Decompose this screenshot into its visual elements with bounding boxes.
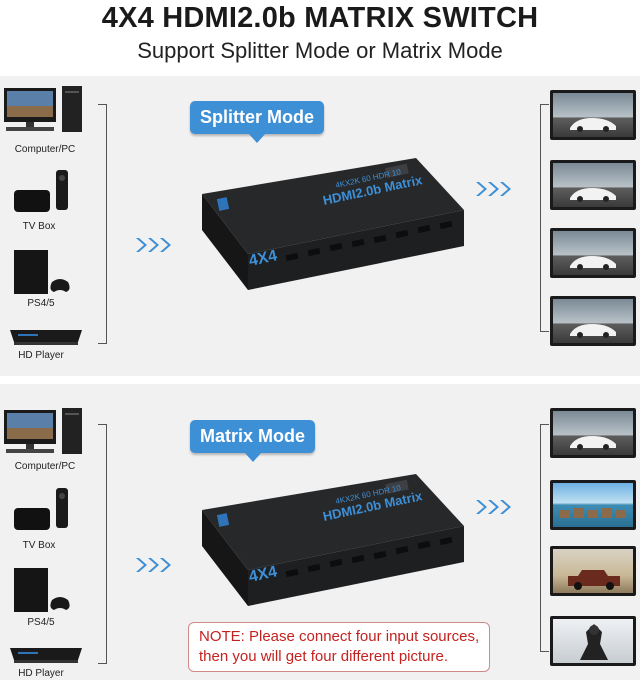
page-subtitle: Support Splitter Mode or Matrix Mode bbox=[137, 38, 503, 63]
matrix-switch-icon: HDMI2.0b Matrix 4KX2K 60 HDR 10 4X4 bbox=[202, 158, 464, 290]
media-player-icon bbox=[10, 648, 82, 663]
tv-box-icon bbox=[14, 488, 68, 530]
arrow-in-icon bbox=[136, 236, 176, 259]
source-label: HD Player bbox=[18, 350, 64, 361]
page-title: 4X4 HDMI2.0b MATRIX SWITCH bbox=[101, 2, 539, 34]
tv-display-icon bbox=[550, 616, 636, 666]
device-brand: 4X4 bbox=[247, 563, 278, 586]
tv-display-icon bbox=[550, 480, 636, 530]
source-computer bbox=[4, 86, 84, 139]
tv-box-icon bbox=[14, 170, 68, 212]
matrix-switch-icon: HDMI2.0b Matrix 4KX2K 60 HDR 10 4X4 bbox=[202, 474, 464, 606]
matrix-switch-device: HDMI2.0b Matrix 4KX2K 60 HDR 10 4X4 bbox=[196, 150, 466, 315]
source-ps bbox=[14, 250, 74, 303]
source-tv-box bbox=[14, 168, 74, 221]
computer-icon bbox=[4, 408, 82, 454]
source-label: PS4/5 bbox=[27, 617, 55, 628]
tv-display-icon bbox=[550, 228, 636, 278]
game-console-icon bbox=[14, 250, 70, 294]
input-bracket bbox=[98, 424, 107, 664]
source-ps bbox=[14, 568, 74, 621]
source-tv-box bbox=[14, 486, 74, 539]
tv-display-icon bbox=[550, 160, 636, 210]
arrow-out-icon bbox=[476, 180, 516, 203]
input-bracket bbox=[98, 104, 107, 344]
source-label: Computer/PC bbox=[14, 144, 76, 155]
source-label: HD Player bbox=[18, 668, 64, 679]
game-console-icon bbox=[14, 568, 70, 612]
source-hd-player bbox=[6, 644, 86, 673]
source-computer bbox=[4, 408, 84, 461]
tv-display-icon bbox=[550, 296, 636, 346]
source-hd-player bbox=[6, 326, 86, 355]
matrix-switch-device: HDMI2.0b Matrix 4KX2K 60 HDR 10 4X4 bbox=[196, 466, 466, 621]
tv-display-icon bbox=[550, 546, 636, 596]
splitter-mode-badge: Splitter Mode bbox=[190, 101, 325, 143]
source-label: TV Box bbox=[22, 540, 56, 551]
arrow-out-icon bbox=[476, 498, 516, 521]
matrix-note: NOTE: Please connect four input sources,… bbox=[188, 622, 491, 672]
note-line: then you will get four different picture… bbox=[199, 648, 449, 665]
tv-display-icon bbox=[550, 90, 636, 140]
output-bracket bbox=[540, 424, 549, 652]
note-line: NOTE: Please connect four input sources, bbox=[199, 628, 480, 645]
device-brand: 4X4 bbox=[247, 247, 278, 270]
arrow-in-icon bbox=[136, 556, 176, 579]
source-label: TV Box bbox=[22, 221, 56, 232]
computer-icon bbox=[4, 86, 82, 132]
tv-display-icon bbox=[550, 408, 636, 458]
matrix-mode-badge: Matrix Mode bbox=[190, 420, 316, 462]
source-label: Computer/PC bbox=[14, 461, 76, 472]
source-label: PS4/5 bbox=[27, 298, 55, 309]
output-bracket bbox=[540, 104, 549, 332]
media-player-icon bbox=[10, 330, 82, 345]
